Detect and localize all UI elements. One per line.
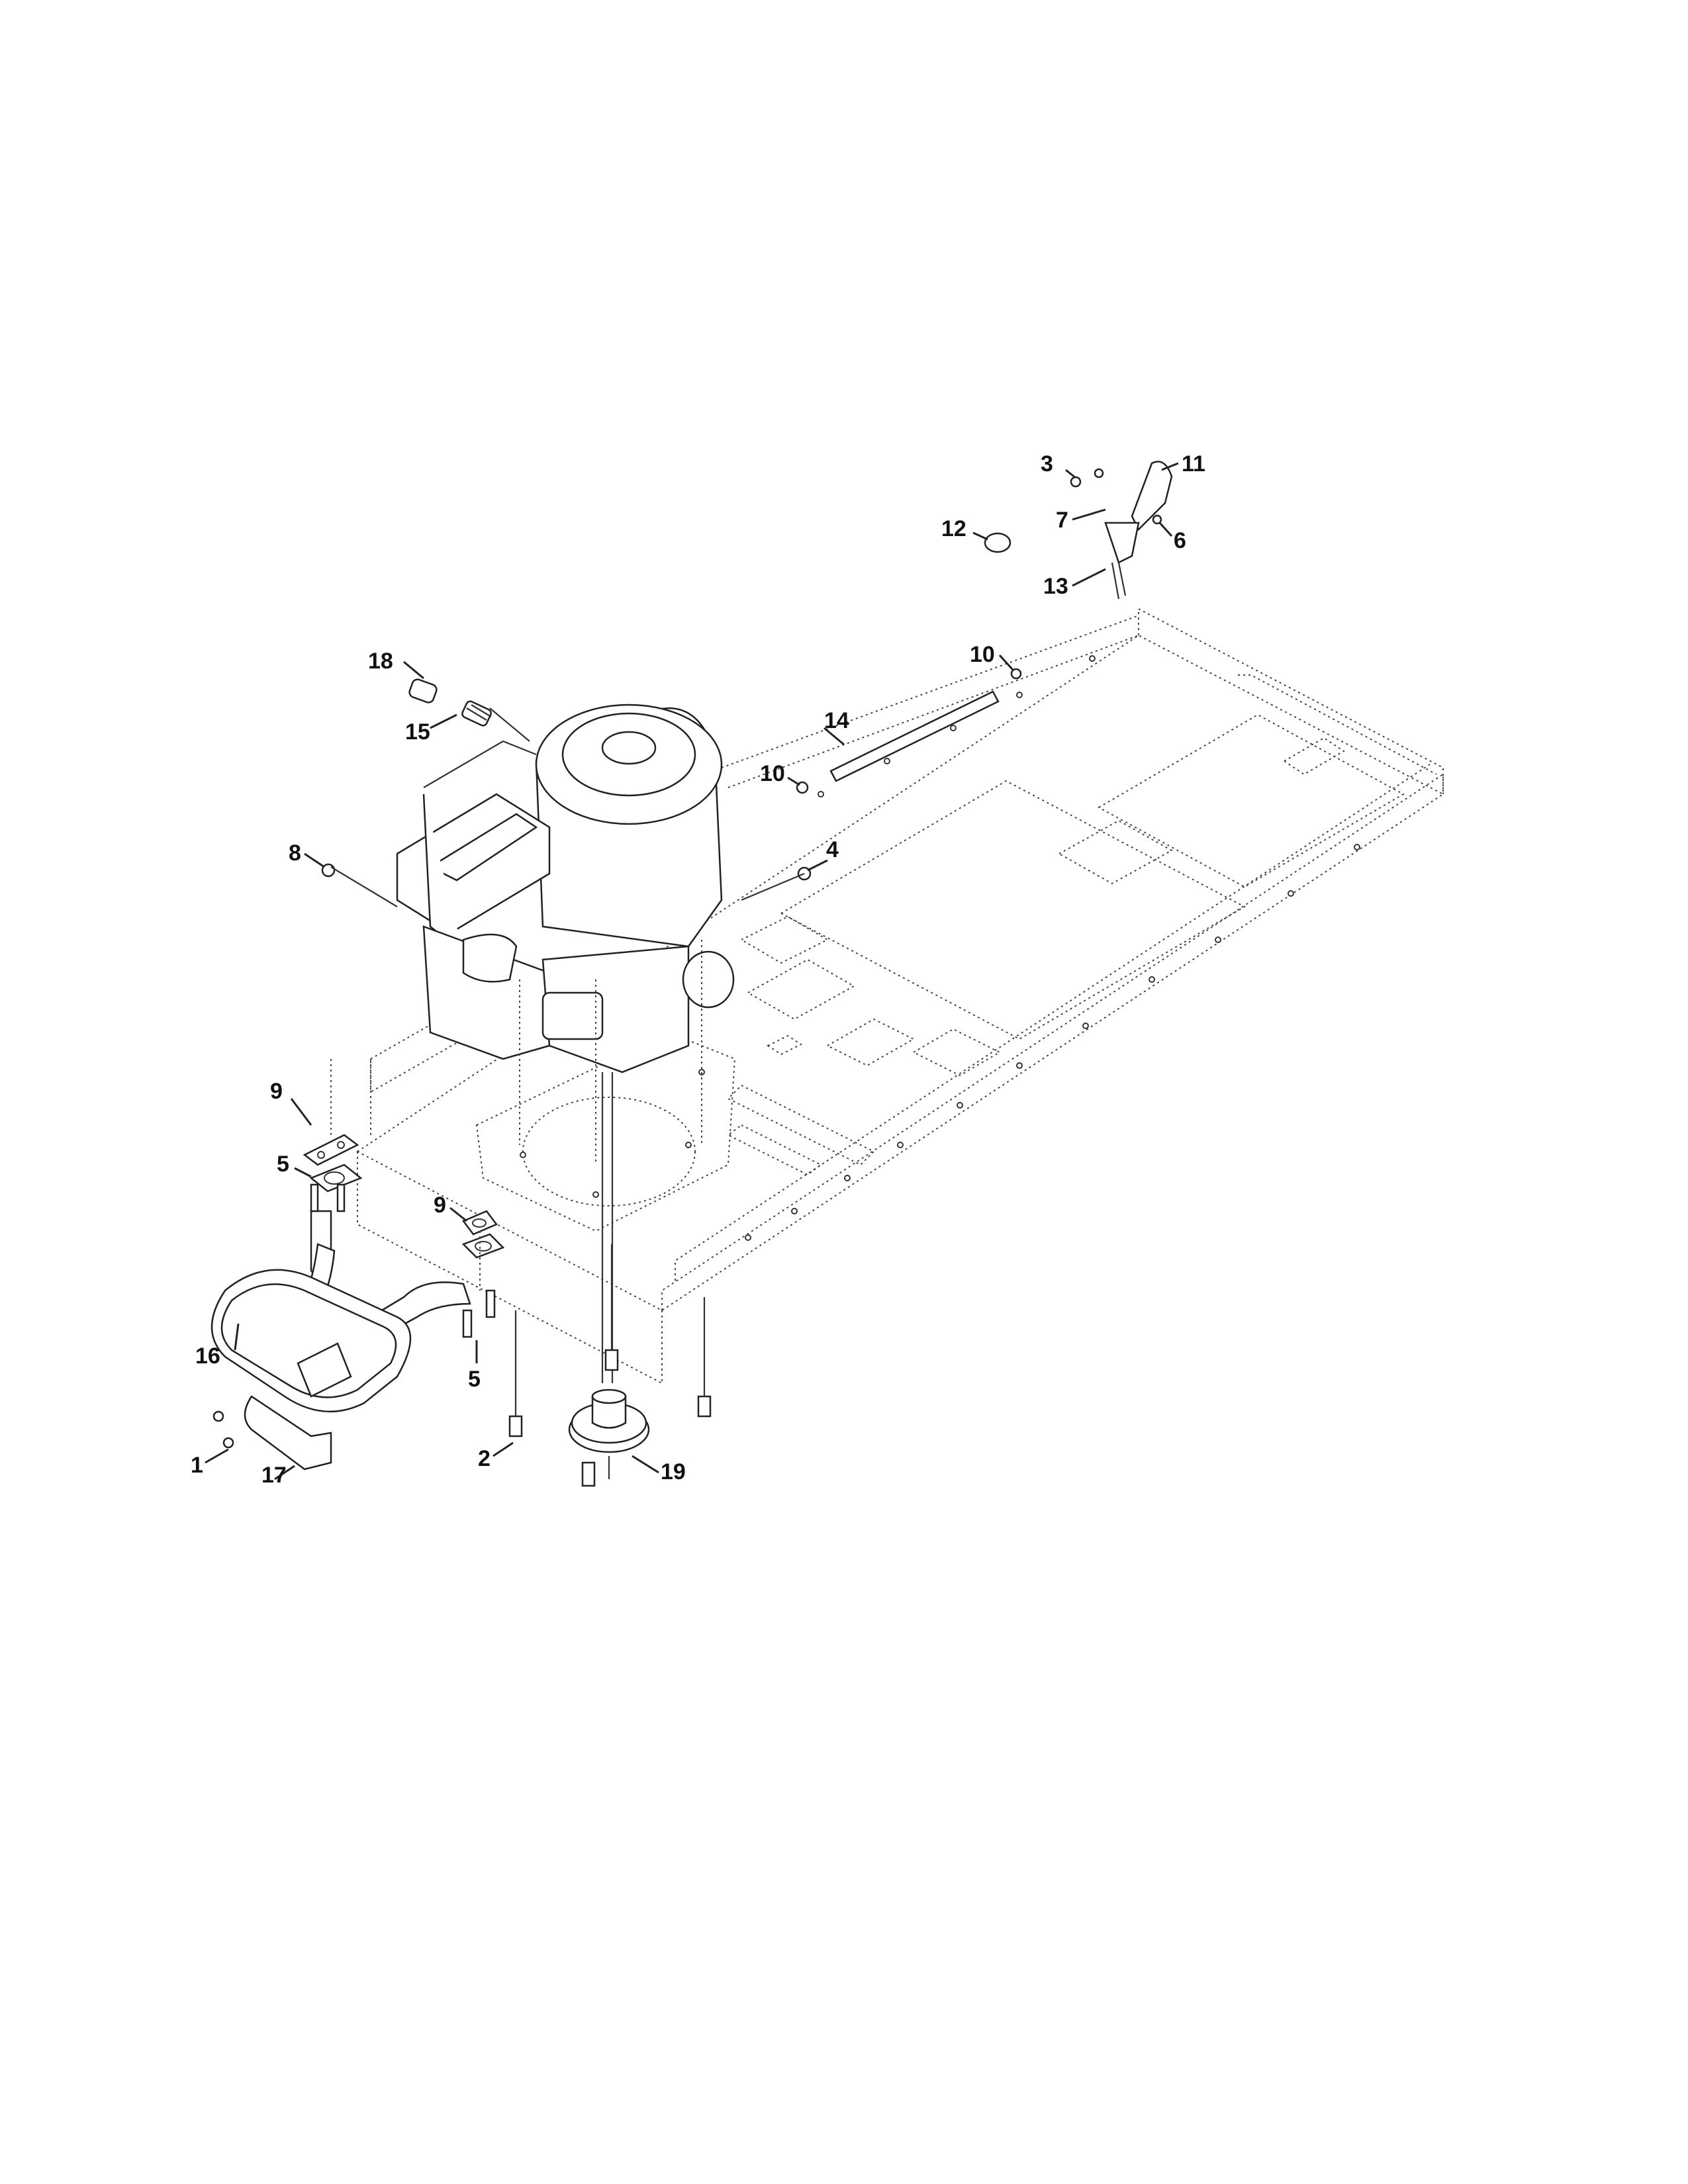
callout-16: 16 [195, 1343, 220, 1369]
callout-5a: 5 [277, 1152, 289, 1177]
callout-14: 14 [824, 708, 849, 733]
callout-9a: 9 [270, 1079, 283, 1104]
callout-4: 4 [826, 837, 839, 862]
callout-10a: 10 [760, 761, 785, 786]
pulley [568, 1388, 650, 1479]
callout-9b: 9 [434, 1193, 446, 1218]
callout-5b: 5 [468, 1367, 481, 1392]
fasteners [330, 940, 712, 1487]
callout-15: 15 [405, 719, 430, 745]
callout-6: 6 [1174, 528, 1186, 553]
callout-17: 17 [261, 1463, 287, 1488]
cap [984, 532, 1011, 553]
callout-1: 1 [191, 1453, 203, 1478]
leader-lines [205, 462, 1179, 1480]
callout-labels: 1 2 3 4 5 5 6 7 8 9 9 10 10 11 12 13 14 … [191, 451, 1205, 1488]
callout-8: 8 [289, 841, 301, 866]
callout-11: 11 [1182, 451, 1205, 477]
muffler-assembly [211, 1134, 505, 1471]
callout-10b: 10 [970, 642, 995, 667]
fittings [321, 678, 812, 901]
engine [396, 704, 735, 1383]
chassis-frame [356, 608, 1444, 1385]
callout-2: 2 [478, 1446, 491, 1471]
callout-19: 19 [661, 1459, 686, 1484]
callout-3: 3 [1041, 451, 1053, 477]
callout-7: 7 [1056, 508, 1068, 533]
callout-13: 13 [1043, 574, 1068, 599]
callout-18: 18 [368, 649, 393, 674]
callout-12: 12 [941, 516, 966, 541]
frame-holes [520, 655, 1360, 1241]
